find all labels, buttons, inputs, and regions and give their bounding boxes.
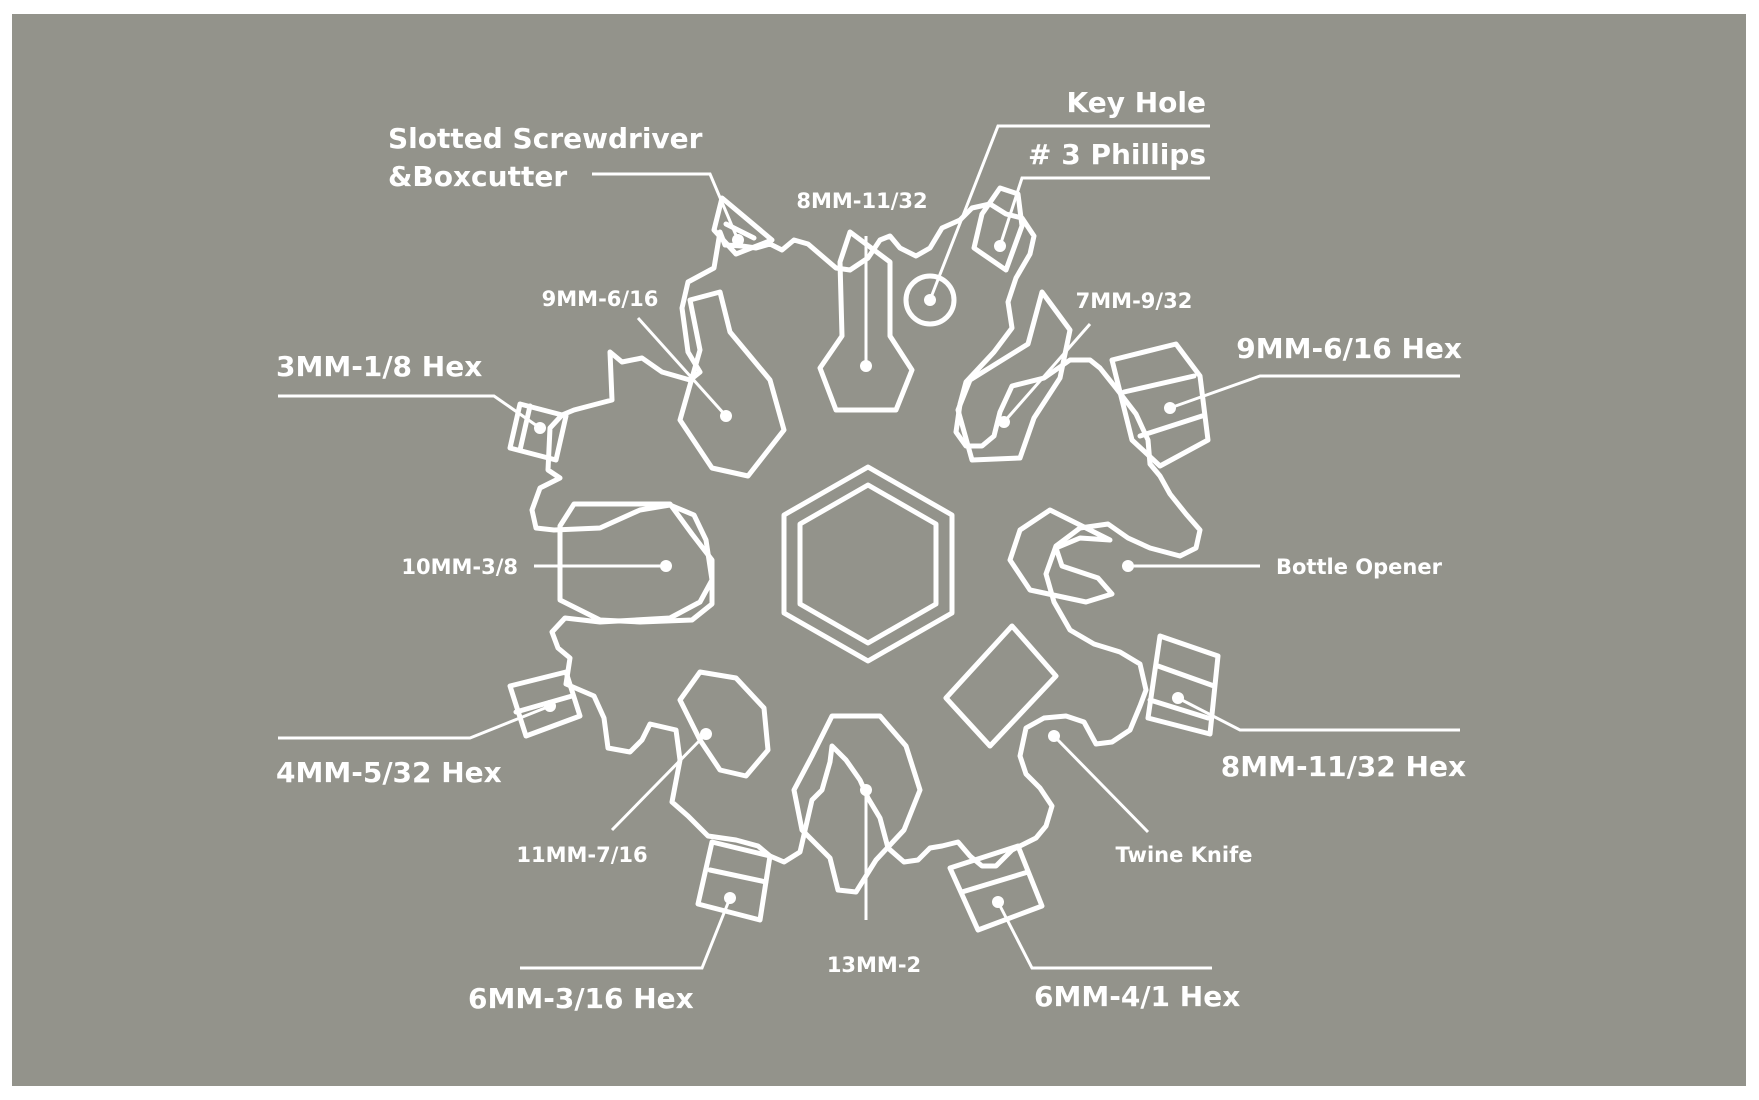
dot-9mm — [720, 410, 732, 422]
label-twine: Twine Knife — [1116, 843, 1253, 867]
label-key-hole: Key Hole — [1067, 86, 1206, 119]
label-3mm-hex: 3MM-1/8 Hex — [276, 350, 482, 383]
bottle-opener-hook — [1007, 507, 1115, 605]
leader-twine — [1052, 734, 1150, 834]
dot-13mm — [860, 784, 872, 796]
label-9mm: 9MM-6/16 — [542, 287, 659, 311]
label-10mm: 10MM-3/8 — [401, 555, 518, 579]
leader-phillips — [998, 176, 1210, 247]
dot-6mm-right — [992, 896, 1004, 908]
hex-bit-6mm-right — [947, 843, 1045, 933]
twine-knife-square — [943, 623, 1059, 749]
dot-6mm-left — [724, 892, 736, 904]
label-bottle: Bottle Opener — [1276, 555, 1443, 579]
diagram-background — [12, 14, 1746, 1086]
leader-11mm — [610, 732, 708, 832]
dot-3mm-hex — [534, 422, 546, 434]
leader-9mm — [636, 316, 728, 418]
label-slotted-line2: &Boxcutter — [388, 160, 567, 193]
dot-8mm-hex — [1172, 692, 1184, 704]
wrench-slot-11mm — [677, 669, 771, 779]
dot-9mm-hex — [1164, 402, 1176, 414]
leader-6mm-right — [996, 901, 1212, 970]
label-9mm-hex: 9MM-6/16 Hex — [1236, 332, 1462, 365]
dot-11mm — [700, 728, 712, 740]
wrench-slot-13mm — [791, 713, 923, 895]
labels: Key Hole # 3 Phillips Slotted Screwdrive… — [276, 86, 1466, 1015]
dot-10mm — [660, 560, 672, 572]
dot-7mm — [998, 416, 1010, 428]
wrench-slot-9mm — [677, 289, 787, 479]
label-4mm-hex: 4MM-5/32 Hex — [276, 756, 502, 789]
wrench-slot-8mm-top — [817, 229, 915, 413]
dot-bottle — [1122, 560, 1134, 572]
leader-4mm-hex — [278, 704, 551, 740]
label-8mm-top: 8MM-11/32 — [796, 189, 927, 213]
leader-key-hole — [928, 124, 1210, 301]
dot-4mm-hex — [544, 700, 556, 712]
label-7mm: 7MM-9/32 — [1076, 289, 1193, 313]
leader-slotted — [592, 172, 740, 241]
leader-9mm-hex — [1169, 374, 1460, 410]
leader-6mm-left — [520, 897, 732, 970]
hex-bit-8mm — [1145, 633, 1221, 737]
hex-bit-9mm — [1109, 341, 1211, 469]
tool-outline — [507, 185, 1221, 933]
label-6mm-left: 6MM-3/16 Hex — [468, 982, 694, 1015]
dot-phillips — [994, 240, 1006, 252]
leader-7mm — [1002, 323, 1092, 423]
label-slotted-line1: Slotted Screwdriver — [388, 122, 703, 155]
label-phillips: # 3 Phillips — [1028, 138, 1206, 171]
label-6mm-right: 6MM-4/1 Hex — [1034, 980, 1240, 1013]
leaders — [278, 124, 1460, 970]
center-hex-inner — [797, 482, 939, 646]
dot-twine — [1048, 730, 1060, 742]
dot-slotted — [732, 234, 744, 246]
hex-bit-3mm — [507, 401, 569, 463]
leader-8mm-hex — [1177, 696, 1460, 732]
leader-3mm-hex — [278, 394, 541, 430]
key-hole-circle — [903, 273, 957, 327]
dot-8mm-top — [860, 360, 872, 372]
tool-body-outline — [529, 201, 1203, 869]
dot-key-hole — [924, 294, 936, 306]
label-13mm: 13MM-2 — [827, 953, 921, 977]
wrench-slot-7mm — [955, 289, 1073, 463]
label-11mm: 11MM-7/16 — [516, 843, 647, 867]
center-hex-outer — [781, 464, 955, 664]
label-8mm-hex: 8MM-11/32 Hex — [1221, 750, 1466, 783]
wrench-slot-10mm — [557, 501, 715, 625]
hex-bit-6mm-left — [695, 839, 773, 923]
